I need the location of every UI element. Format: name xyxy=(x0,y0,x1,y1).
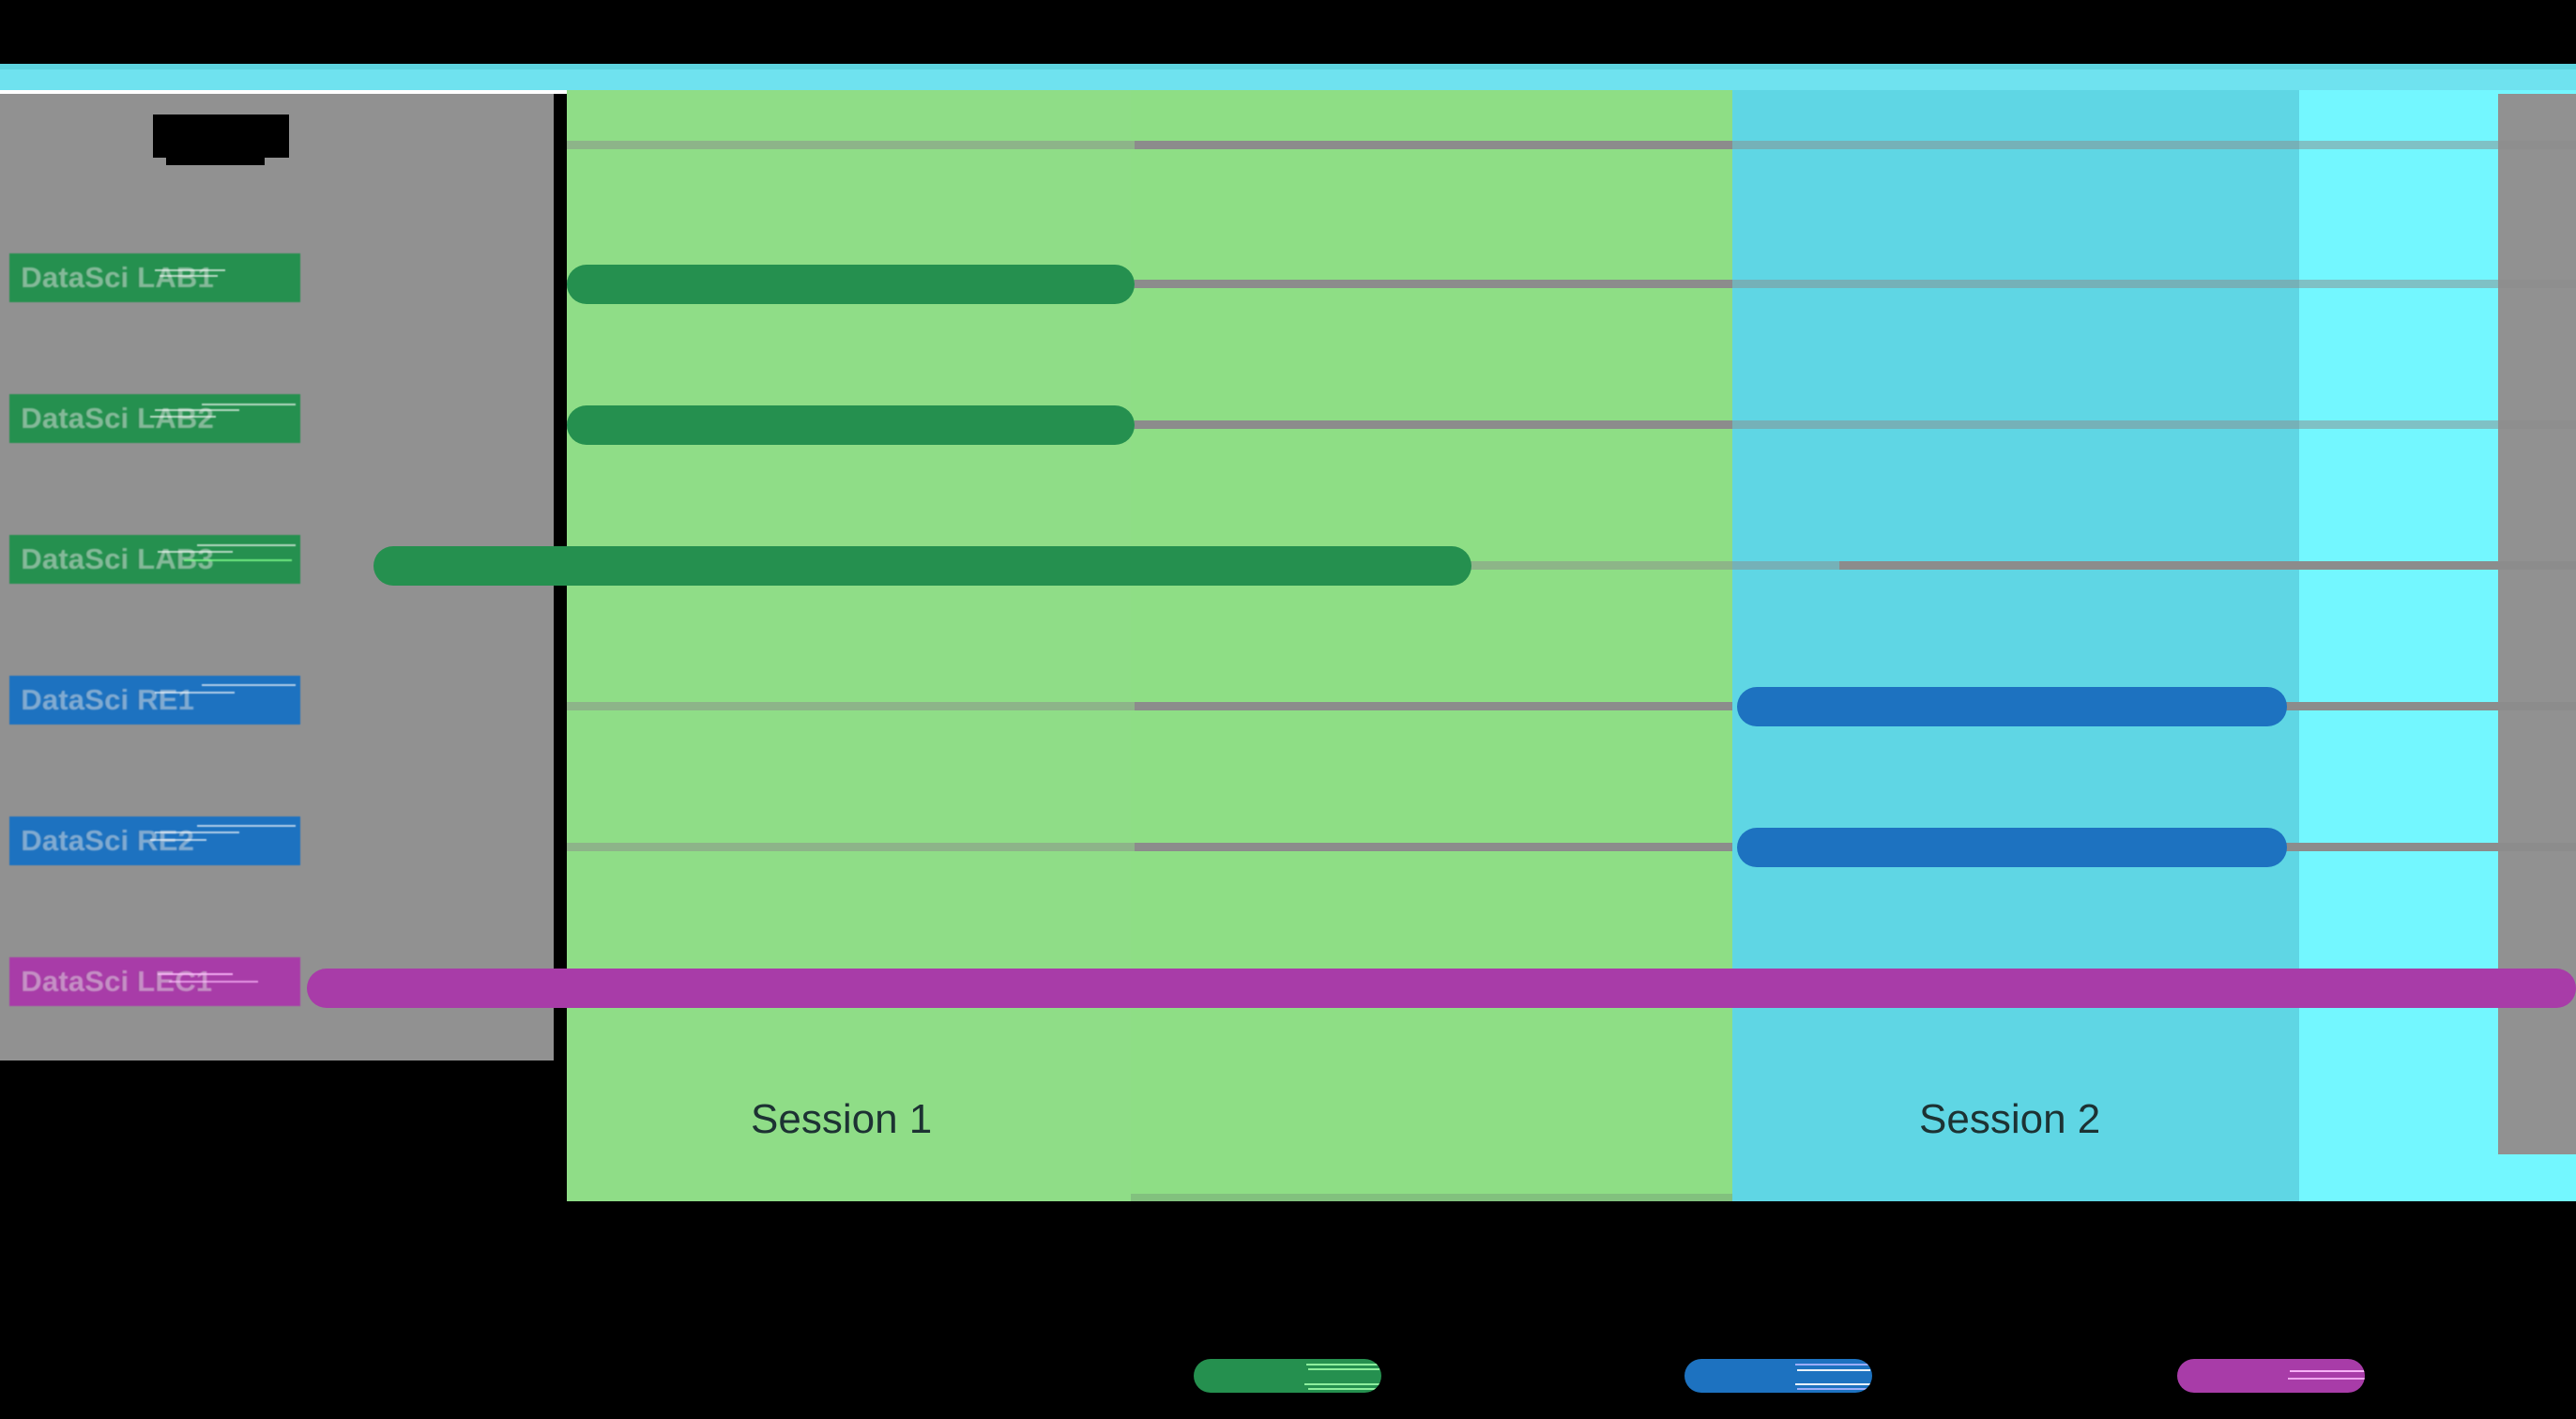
legend-item-lab[interactable] xyxy=(1194,1359,1395,1393)
row-label-text: DataSci LAB3 xyxy=(21,542,214,575)
gridline-row-0-left xyxy=(567,141,1135,149)
streak xyxy=(1308,1388,1378,1390)
session-1-band xyxy=(567,90,1131,1201)
legend-swatch-re xyxy=(1684,1359,1872,1393)
chart-title-redaction xyxy=(153,114,289,158)
row-label-datasci-lab2[interactable]: DataSci LAB2 xyxy=(9,394,300,443)
row-label-datasci-re2[interactable]: DataSci RE2 xyxy=(9,816,300,865)
task-bar-datasci-re2[interactable] xyxy=(1737,828,2287,867)
gridline-row-2-right xyxy=(1732,420,2576,429)
gridline-row-0-mid xyxy=(1135,141,1732,149)
streak xyxy=(1797,1369,1870,1371)
gridline-row-1-mid xyxy=(1135,280,1732,288)
streak xyxy=(1308,1368,1379,1370)
streak xyxy=(1797,1388,1870,1390)
row-label-datasci-re1[interactable]: DataSci RE1 xyxy=(9,676,300,725)
legend-item-re[interactable] xyxy=(1684,1359,1885,1393)
gridline-row-0-right xyxy=(1732,141,2576,149)
session-2-band xyxy=(1732,90,2299,1201)
streak xyxy=(1795,1383,1872,1385)
row-label-text: DataSci LEC1 xyxy=(21,965,212,998)
task-bar-datasci-lab3[interactable] xyxy=(373,546,1471,586)
gridline-row-1-right xyxy=(1732,280,2576,288)
streak xyxy=(1795,1364,1872,1366)
streak xyxy=(197,825,296,827)
session-1-caption: Session 1 xyxy=(751,1096,933,1142)
legend-swatch-lab xyxy=(1194,1359,1381,1393)
top-rail xyxy=(0,69,2576,90)
task-bar-datasci-lab2[interactable] xyxy=(567,405,1135,445)
row-label-datasci-lec1[interactable]: DataSci LEC1 xyxy=(9,957,300,1006)
gridline-row-5-left xyxy=(567,843,1135,851)
band-shadow xyxy=(1131,1194,1732,1201)
row-label-text: DataSci RE2 xyxy=(21,824,194,857)
streak xyxy=(202,404,296,405)
streak xyxy=(2288,1378,2365,1380)
gridline-row-4-mid xyxy=(1135,702,1732,710)
task-bar-datasci-lab1[interactable] xyxy=(567,265,1135,304)
streak xyxy=(1304,1383,1381,1385)
row-label-datasci-lab3[interactable]: DataSci LAB3 xyxy=(9,535,300,584)
gridline-row-3-right xyxy=(1839,561,2576,570)
legend-swatch-lec xyxy=(2177,1359,2365,1393)
session-1-band-right xyxy=(1131,90,1732,1201)
gridline-row-2-mid xyxy=(1135,420,1732,429)
session-2-caption: Session 2 xyxy=(1919,1096,2101,1142)
streak xyxy=(2290,1370,2365,1372)
streak xyxy=(1306,1364,1381,1366)
top-rail-thin xyxy=(0,64,2576,69)
gridline-row-5-mid xyxy=(1135,843,1732,851)
streak xyxy=(202,684,296,686)
legend-item-lec[interactable] xyxy=(2177,1359,2378,1393)
task-bar-datasci-re1[interactable] xyxy=(1737,687,2287,726)
row-label-text: DataSci LAB1 xyxy=(21,261,214,294)
chart-title-redaction-underline xyxy=(166,156,265,165)
row-label-datasci-lab1[interactable]: DataSci LAB1 xyxy=(9,253,300,302)
gridline-row-4-left xyxy=(567,702,1135,710)
row-label-text: DataSci RE1 xyxy=(21,683,194,716)
row-label-text: DataSci LAB2 xyxy=(21,402,214,435)
top-letterbox xyxy=(0,0,2576,64)
task-bar-datasci-lec1[interactable] xyxy=(307,969,2576,1008)
